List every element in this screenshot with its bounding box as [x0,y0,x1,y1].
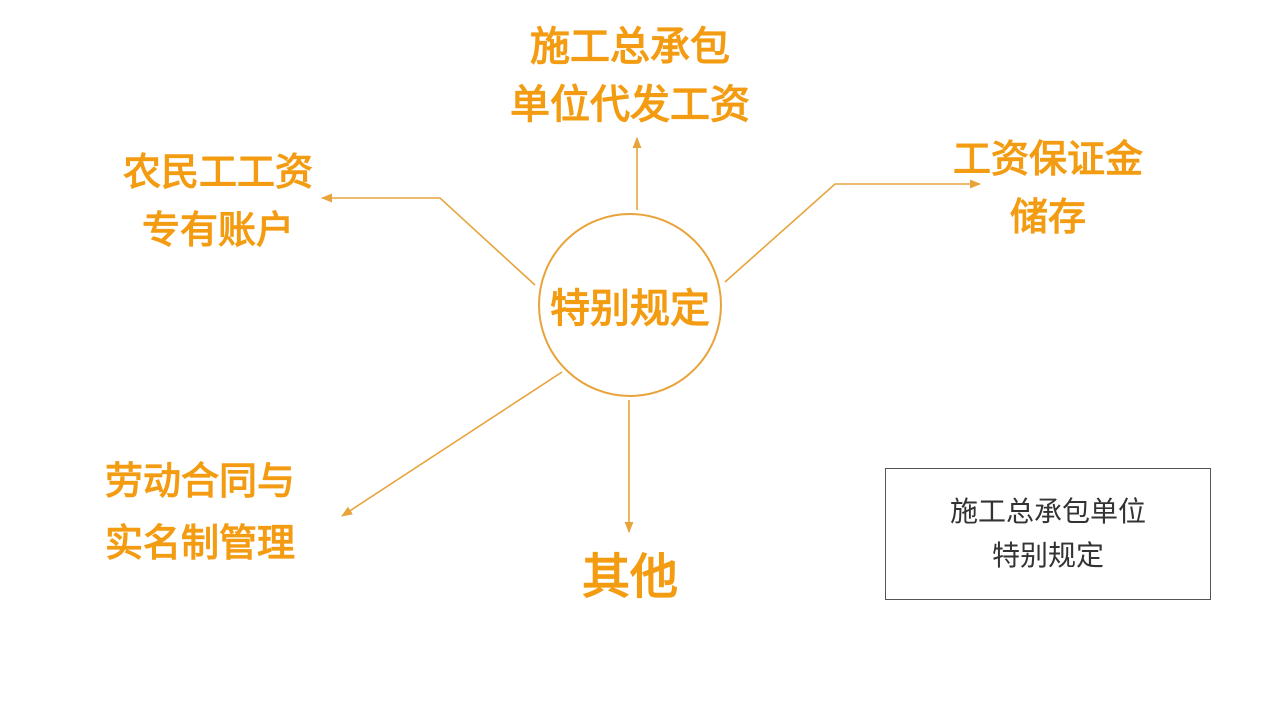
node-top: 施工总承包 单位代发工资 [490,18,770,134]
connector-to-left-node [320,193,536,286]
node-bottom-left-line-2: 实名制管理 [104,521,295,565]
note-line-1: 施工总承包单位 [949,495,1146,528]
node-bottom: 其他 [560,545,700,609]
node-right: 工资保证金 储存 [918,130,1178,246]
node-bottom-left: 劳动合同与 实名制管理 [70,450,330,574]
node-right-line-2: 储存 [1009,195,1086,239]
node-right-line-1: 工资保证金 [952,137,1143,181]
center-circle: 特别规定 [538,213,722,397]
node-top-line-2: 单位代发工资 [510,82,750,128]
center-label: 特别规定 [550,286,710,332]
connector-to-right-node [724,179,982,283]
node-bottom-line-1: 其他 [581,549,678,605]
node-bottom-left-line-1: 劳动合同与 [104,459,295,503]
node-left-line-2: 专有账户 [141,208,294,252]
note-line-2: 特别规定 [991,539,1104,572]
node-top-line-1: 施工总承包 [530,24,730,70]
connector-to-bottom-left-node [341,371,563,517]
node-left: 农民工工资 专有账户 [88,143,348,259]
note-box: 施工总承包单位 特别规定 [885,468,1211,600]
node-left-line-1: 农民工工资 [122,150,313,194]
